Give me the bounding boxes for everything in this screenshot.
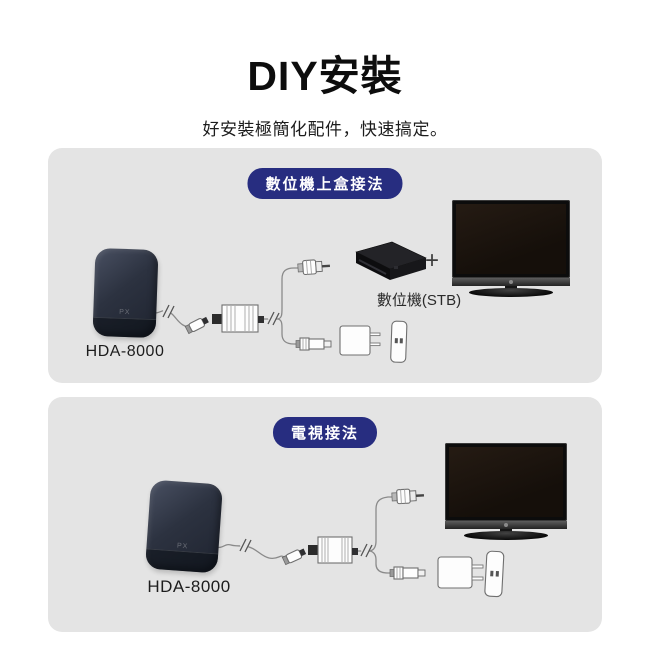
tv-stand-neck (500, 529, 512, 532)
wire-to-power (277, 318, 296, 345)
antenna-device: PX (144, 479, 224, 574)
header: DIY安裝 好安裝極簡化配件，快速搞定。 (0, 0, 650, 140)
signal-booster (308, 536, 358, 564)
cable-break-mark (360, 543, 373, 558)
section-tv-connection: 電視接法 (48, 397, 602, 632)
stb-label: 數位機(STB) (376, 292, 462, 309)
antenna-base-band (92, 316, 157, 339)
connection-diagram (215, 488, 505, 598)
antenna-brand-logo: PX (176, 542, 189, 550)
cable-plug (184, 316, 209, 335)
f-connector (297, 259, 331, 276)
section-badge: 數位機上盒接法 (247, 168, 403, 199)
cable-break-mark (162, 304, 175, 319)
wire-to-tv (369, 496, 392, 552)
connection-diagram (151, 241, 427, 363)
power-adapter (437, 556, 484, 589)
cable-plug (281, 548, 307, 566)
antenna-model-label: HDA-8000 (85, 343, 165, 360)
usb-power-connector (389, 566, 426, 580)
power-adapter (339, 325, 381, 356)
tv-stand-base (464, 531, 548, 540)
section-badge: 電視接法 (272, 417, 378, 448)
tv-stand-base (469, 288, 553, 297)
f-connector (391, 488, 425, 505)
tv-logo-dot (504, 523, 508, 527)
stb-device (355, 241, 427, 280)
signal-booster (212, 304, 264, 333)
wall-outlet (390, 320, 408, 363)
wall-outlet (484, 550, 505, 598)
tv-stand-neck (505, 286, 517, 289)
wire-to-stb (277, 267, 298, 320)
tv-device (445, 443, 567, 541)
tv-device (452, 200, 570, 298)
cable-break-mark (239, 538, 252, 553)
page-title: DIY安裝 (247, 53, 403, 99)
antenna-brand-logo: PX (119, 308, 131, 317)
antenna-model-label: HDA-8000 (147, 577, 231, 596)
cable-break-mark (267, 311, 280, 326)
tv-logo-dot (509, 280, 513, 284)
wire-to-power (369, 550, 390, 574)
antenna-device: PX (92, 247, 159, 339)
page-subtitle: 好安裝極簡化配件，快速搞定。 (202, 120, 448, 139)
usb-power-connector (295, 337, 332, 351)
section-stb-connection: 數位機上盒接法 (48, 148, 602, 383)
tv-screen (449, 447, 563, 517)
tv-screen (456, 204, 566, 274)
antenna-cable (215, 543, 285, 560)
plus-sign: + (424, 247, 439, 274)
